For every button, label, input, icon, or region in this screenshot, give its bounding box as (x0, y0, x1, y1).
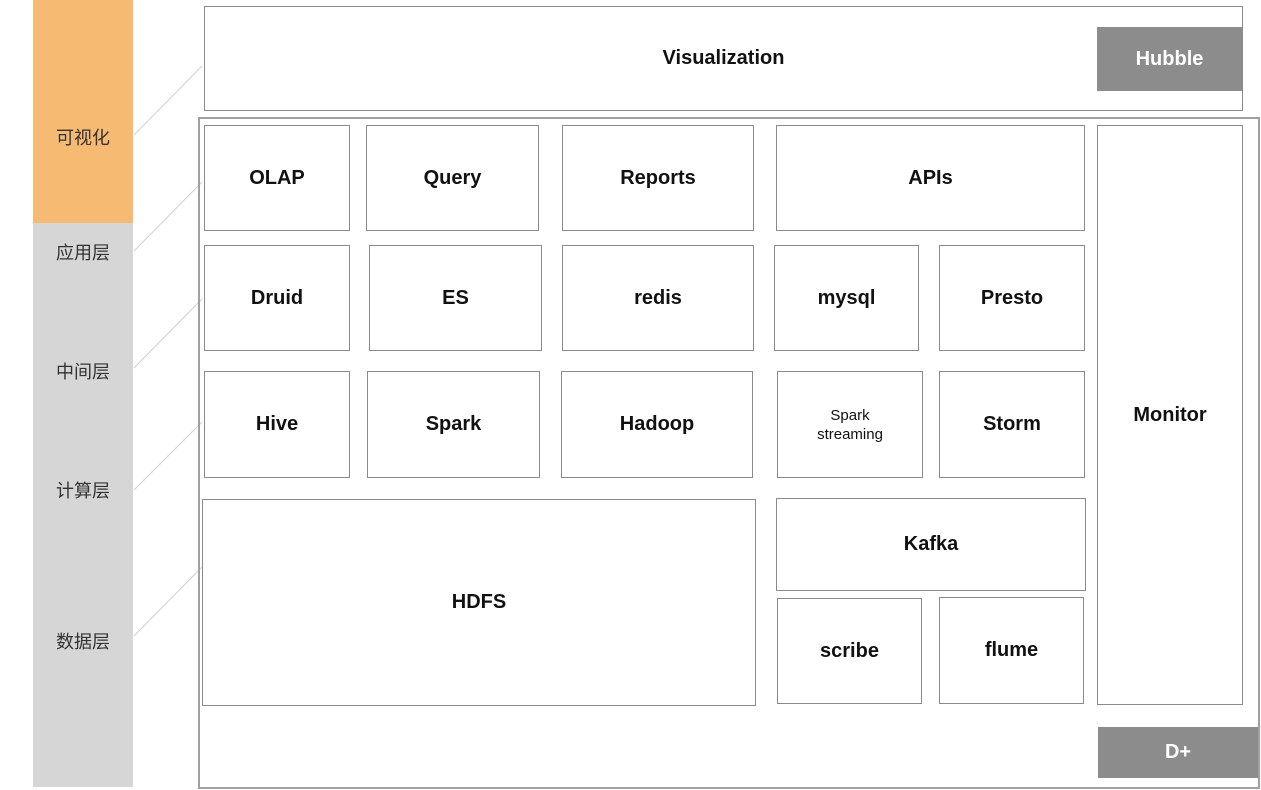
presto-box: Presto (939, 245, 1085, 351)
es-label: ES (442, 286, 469, 309)
layer-highlight-visualization (33, 0, 133, 223)
spark-box: Spark (367, 371, 540, 478)
flume-box: flume (939, 597, 1084, 704)
reports-box: Reports (562, 125, 754, 231)
spark-label: Spark (425, 413, 482, 435)
leader-line-compute (133, 421, 203, 491)
flume-label: flume (984, 639, 1039, 661)
layer-label-compute: 计算层 (56, 481, 110, 502)
hadoop-label: Hadoop (619, 413, 695, 435)
hadoop-box: Hadoop (561, 371, 753, 478)
visualization-box: Visualization (204, 6, 1243, 111)
spark-streaming-label-line2: streaming (817, 425, 883, 443)
platform-frame (198, 117, 1260, 789)
dplus-tag: D+ (1098, 727, 1258, 778)
presto-label: Presto (980, 286, 1044, 309)
visualization-label: Visualization (662, 47, 785, 69)
kafka-label: Kafka (903, 533, 959, 555)
hdfs-box: HDFS (202, 499, 756, 706)
spark-streaming-label-line1: Spark (830, 406, 870, 424)
leader-line-visualization (133, 65, 203, 136)
olap-label: OLAP (249, 166, 305, 189)
layer-label-visualization: 可视化 (56, 128, 110, 149)
scribe-box: scribe (777, 598, 922, 704)
query-label: Query (423, 166, 482, 189)
layer-label-middle: 中间层 (56, 362, 110, 383)
hive-label: Hive (255, 413, 299, 435)
mysql-label: mysql (817, 286, 876, 309)
leader-line-middle (133, 298, 203, 369)
hdfs-label: HDFS (451, 591, 507, 613)
monitor-label: Monitor (1133, 403, 1207, 426)
storm-label: Storm (983, 413, 1041, 435)
druid-box: Druid (204, 245, 350, 351)
hubble-tag: Hubble (1097, 27, 1242, 91)
reports-label: Reports (620, 166, 696, 189)
mysql-box: mysql (774, 245, 919, 351)
apis-label: APIs (908, 166, 953, 189)
olap-box: OLAP (204, 125, 350, 231)
redis-box: redis (562, 245, 754, 351)
hive-box: Hive (204, 371, 350, 478)
query-box: Query (366, 125, 539, 231)
dplus-label: D+ (1164, 741, 1192, 763)
scribe-label: scribe (820, 639, 879, 662)
leader-line-application (133, 181, 203, 252)
hubble-label: Hubble (1135, 47, 1204, 70)
kafka-box: Kafka (776, 498, 1086, 591)
layer-label-application: 应用层 (56, 243, 110, 264)
es-box: ES (369, 245, 542, 351)
redis-label: redis (634, 286, 682, 309)
storm-box: Storm (939, 371, 1085, 478)
apis-box: APIs (776, 125, 1085, 231)
layer-label-data: 数据层 (56, 632, 110, 653)
monitor-box: Monitor (1097, 125, 1243, 705)
spark-streaming-box: Spark streaming (777, 371, 923, 478)
leader-line-data (133, 566, 203, 637)
druid-label: Druid (250, 286, 304, 309)
